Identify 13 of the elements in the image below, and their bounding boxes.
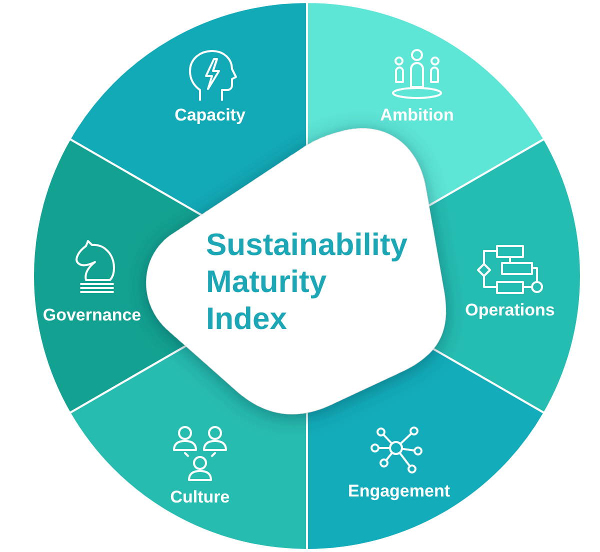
segment-label: Operations bbox=[465, 300, 555, 320]
segment-label: Ambition bbox=[380, 106, 454, 124]
wheel-segment bbox=[427, 138, 582, 414]
center-title: Sustainability Maturity Index bbox=[206, 226, 408, 337]
wheel-segment bbox=[68, 344, 308, 551]
segment-label: Governance bbox=[42, 306, 142, 324]
wheel-segment bbox=[68, 1, 308, 216]
segment-label: Capacity bbox=[174, 106, 246, 124]
wheel-segment bbox=[32, 138, 203, 414]
wheel-segment bbox=[306, 348, 546, 551]
segment-label: Culture bbox=[170, 488, 230, 506]
wheel-segment bbox=[306, 1, 546, 207]
segment-label: Engagement bbox=[348, 482, 450, 500]
